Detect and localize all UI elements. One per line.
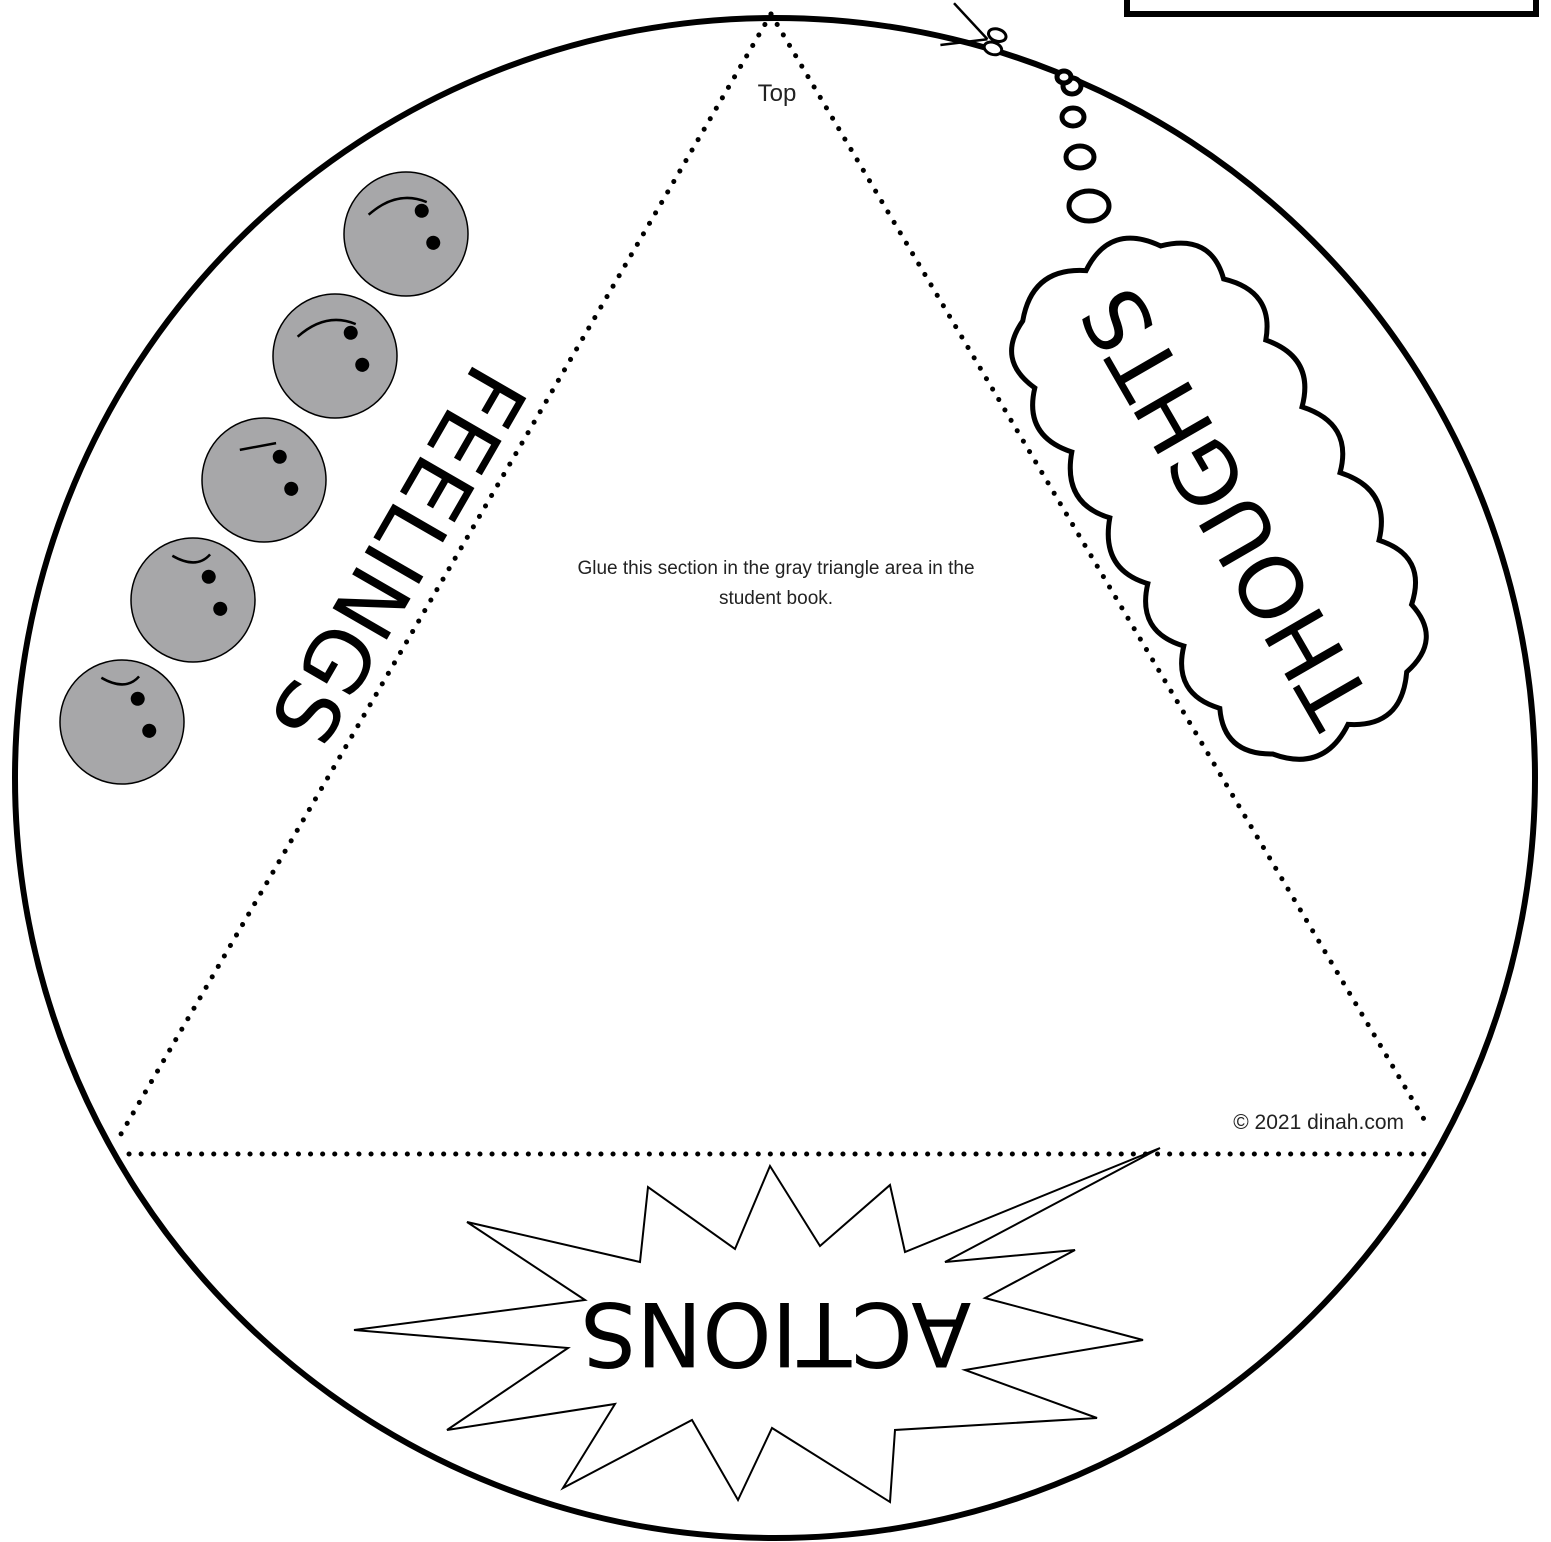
- copyright-text: © 2021 dinah.com: [1233, 1111, 1404, 1134]
- instruction-line-2: student book.: [719, 588, 833, 609]
- instruction-line-1: Glue this section in the gray triangle a…: [577, 558, 974, 579]
- corner-frame: [1127, 0, 1536, 14]
- top-label: Top: [758, 80, 797, 107]
- actions-label: ACTIONS: [581, 1282, 972, 1385]
